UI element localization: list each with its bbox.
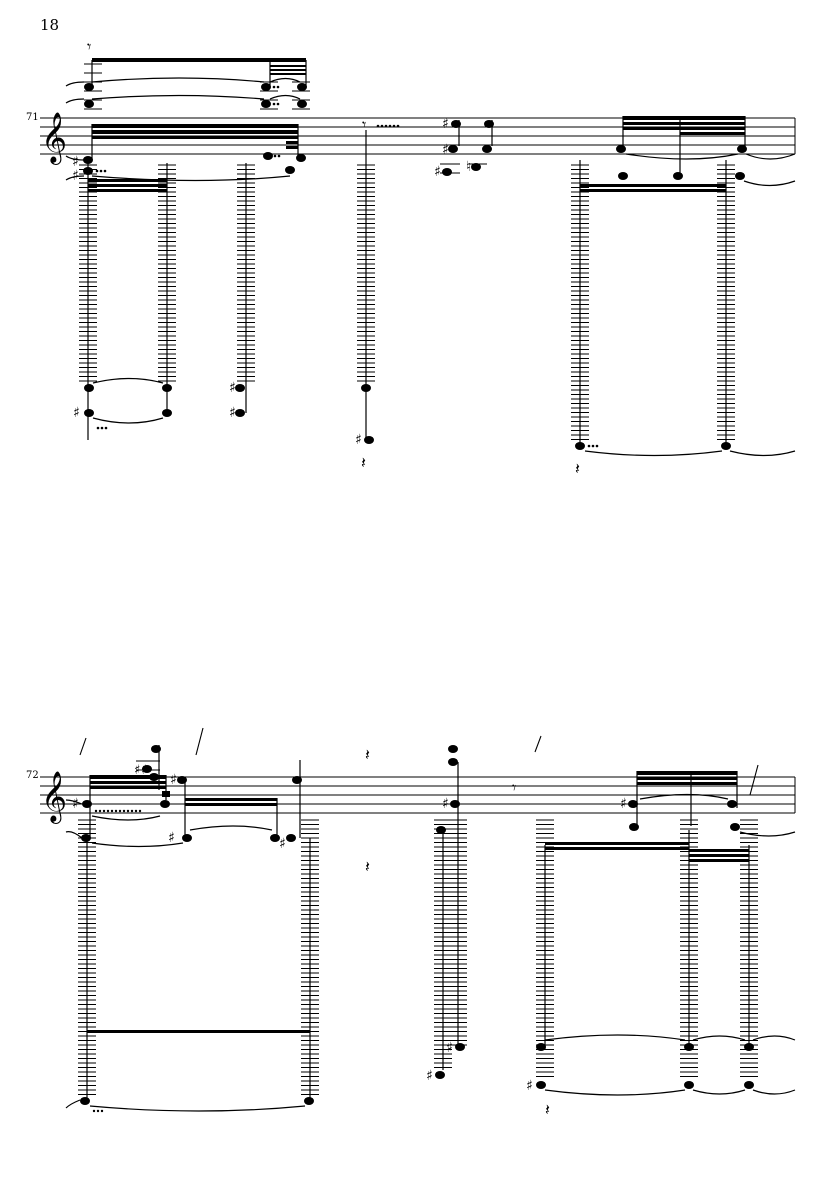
- eighth-rest-icon: 𝄾: [87, 37, 91, 56]
- ledger-lines-above: [84, 63, 310, 110]
- svg-text:𝄽: 𝄽: [545, 1100, 550, 1119]
- tie: [269, 77, 301, 83]
- svg-text:♯: ♯: [168, 830, 175, 846]
- svg-text:♯: ♯: [446, 1040, 453, 1056]
- eighth-rest-icon: 𝄾: [362, 115, 366, 134]
- beams-low: [88, 179, 726, 192]
- svg-text:♯: ♯: [134, 763, 140, 778]
- svg-text:♯: ♯: [434, 164, 441, 180]
- svg-text:♯: ♯: [442, 116, 449, 132]
- svg-text:♯: ♯: [426, 1068, 433, 1084]
- eighth-rest-icon: 𝄾: [512, 778, 516, 797]
- staff-system-1: 𝄞 𝄾: [40, 37, 796, 478]
- svg-text:♯: ♯: [279, 836, 286, 852]
- note-group-right: [616, 116, 796, 187]
- svg-text:♯: ♯: [620, 796, 627, 812]
- tie: [91, 77, 265, 83]
- sharp-icon: ♯: [72, 168, 79, 184]
- chord-middle: ♯ ♯ ♯: [426, 745, 465, 1084]
- low-beam: [65, 838, 314, 1113]
- sharp-icon: ♯: [73, 405, 80, 421]
- grace-notes: [79, 727, 759, 796]
- page-number: 18: [40, 16, 60, 34]
- tie: [91, 94, 265, 100]
- tie: [729, 450, 796, 457]
- sharp-icon: ♯: [229, 405, 236, 421]
- sharp-icon: ♯: [229, 380, 236, 396]
- quarter-rest-icon: 𝄽: [361, 453, 366, 472]
- noteheads-high: [84, 83, 307, 108]
- sharp-icon: ♯: [72, 154, 79, 170]
- tie: [92, 417, 164, 424]
- note-group-left: ♯ ♯ ♯ ♯ ♯ ♯: [65, 745, 302, 852]
- chord-sharp: ♯ ♯ ♯ ♮: [434, 116, 494, 180]
- beams-mid: [91, 124, 299, 160]
- ledger-columns: [87, 130, 727, 446]
- tie: [584, 450, 723, 457]
- measure-number-72: 72: [26, 770, 39, 781]
- tie: [92, 377, 164, 384]
- tie: [269, 94, 301, 100]
- quarter-rest-icon: 𝄽: [365, 857, 370, 876]
- staff-system-2: 𝄞 ♯ ♯ ♯ ♯: [40, 727, 796, 1119]
- svg-text:♯: ♯: [141, 763, 147, 778]
- svg-text:♮: ♮: [466, 159, 471, 175]
- svg-text:♯: ♯: [442, 142, 449, 158]
- treble-clef-icon: 𝄞: [41, 771, 67, 824]
- treble-clef-icon: 𝄞: [41, 112, 67, 165]
- svg-text:♯: ♯: [170, 772, 177, 788]
- svg-text:♯: ♯: [72, 796, 79, 812]
- noteheads-staff: [83, 152, 306, 175]
- sharp-icon: ♯: [355, 432, 362, 448]
- quarter-rest-icon: 𝄽: [365, 745, 370, 764]
- beams-top: [91, 58, 307, 88]
- quarter-rest-icon: 𝄽: [575, 459, 580, 478]
- note-group-right: ♯ ♯ 𝄽: [526, 771, 796, 1119]
- measure-number-71: 71: [26, 112, 39, 123]
- svg-text:♯: ♯: [442, 796, 449, 812]
- noteheads-low: [84, 384, 731, 450]
- svg-text:♯: ♯: [526, 1078, 533, 1094]
- tie: [91, 175, 291, 182]
